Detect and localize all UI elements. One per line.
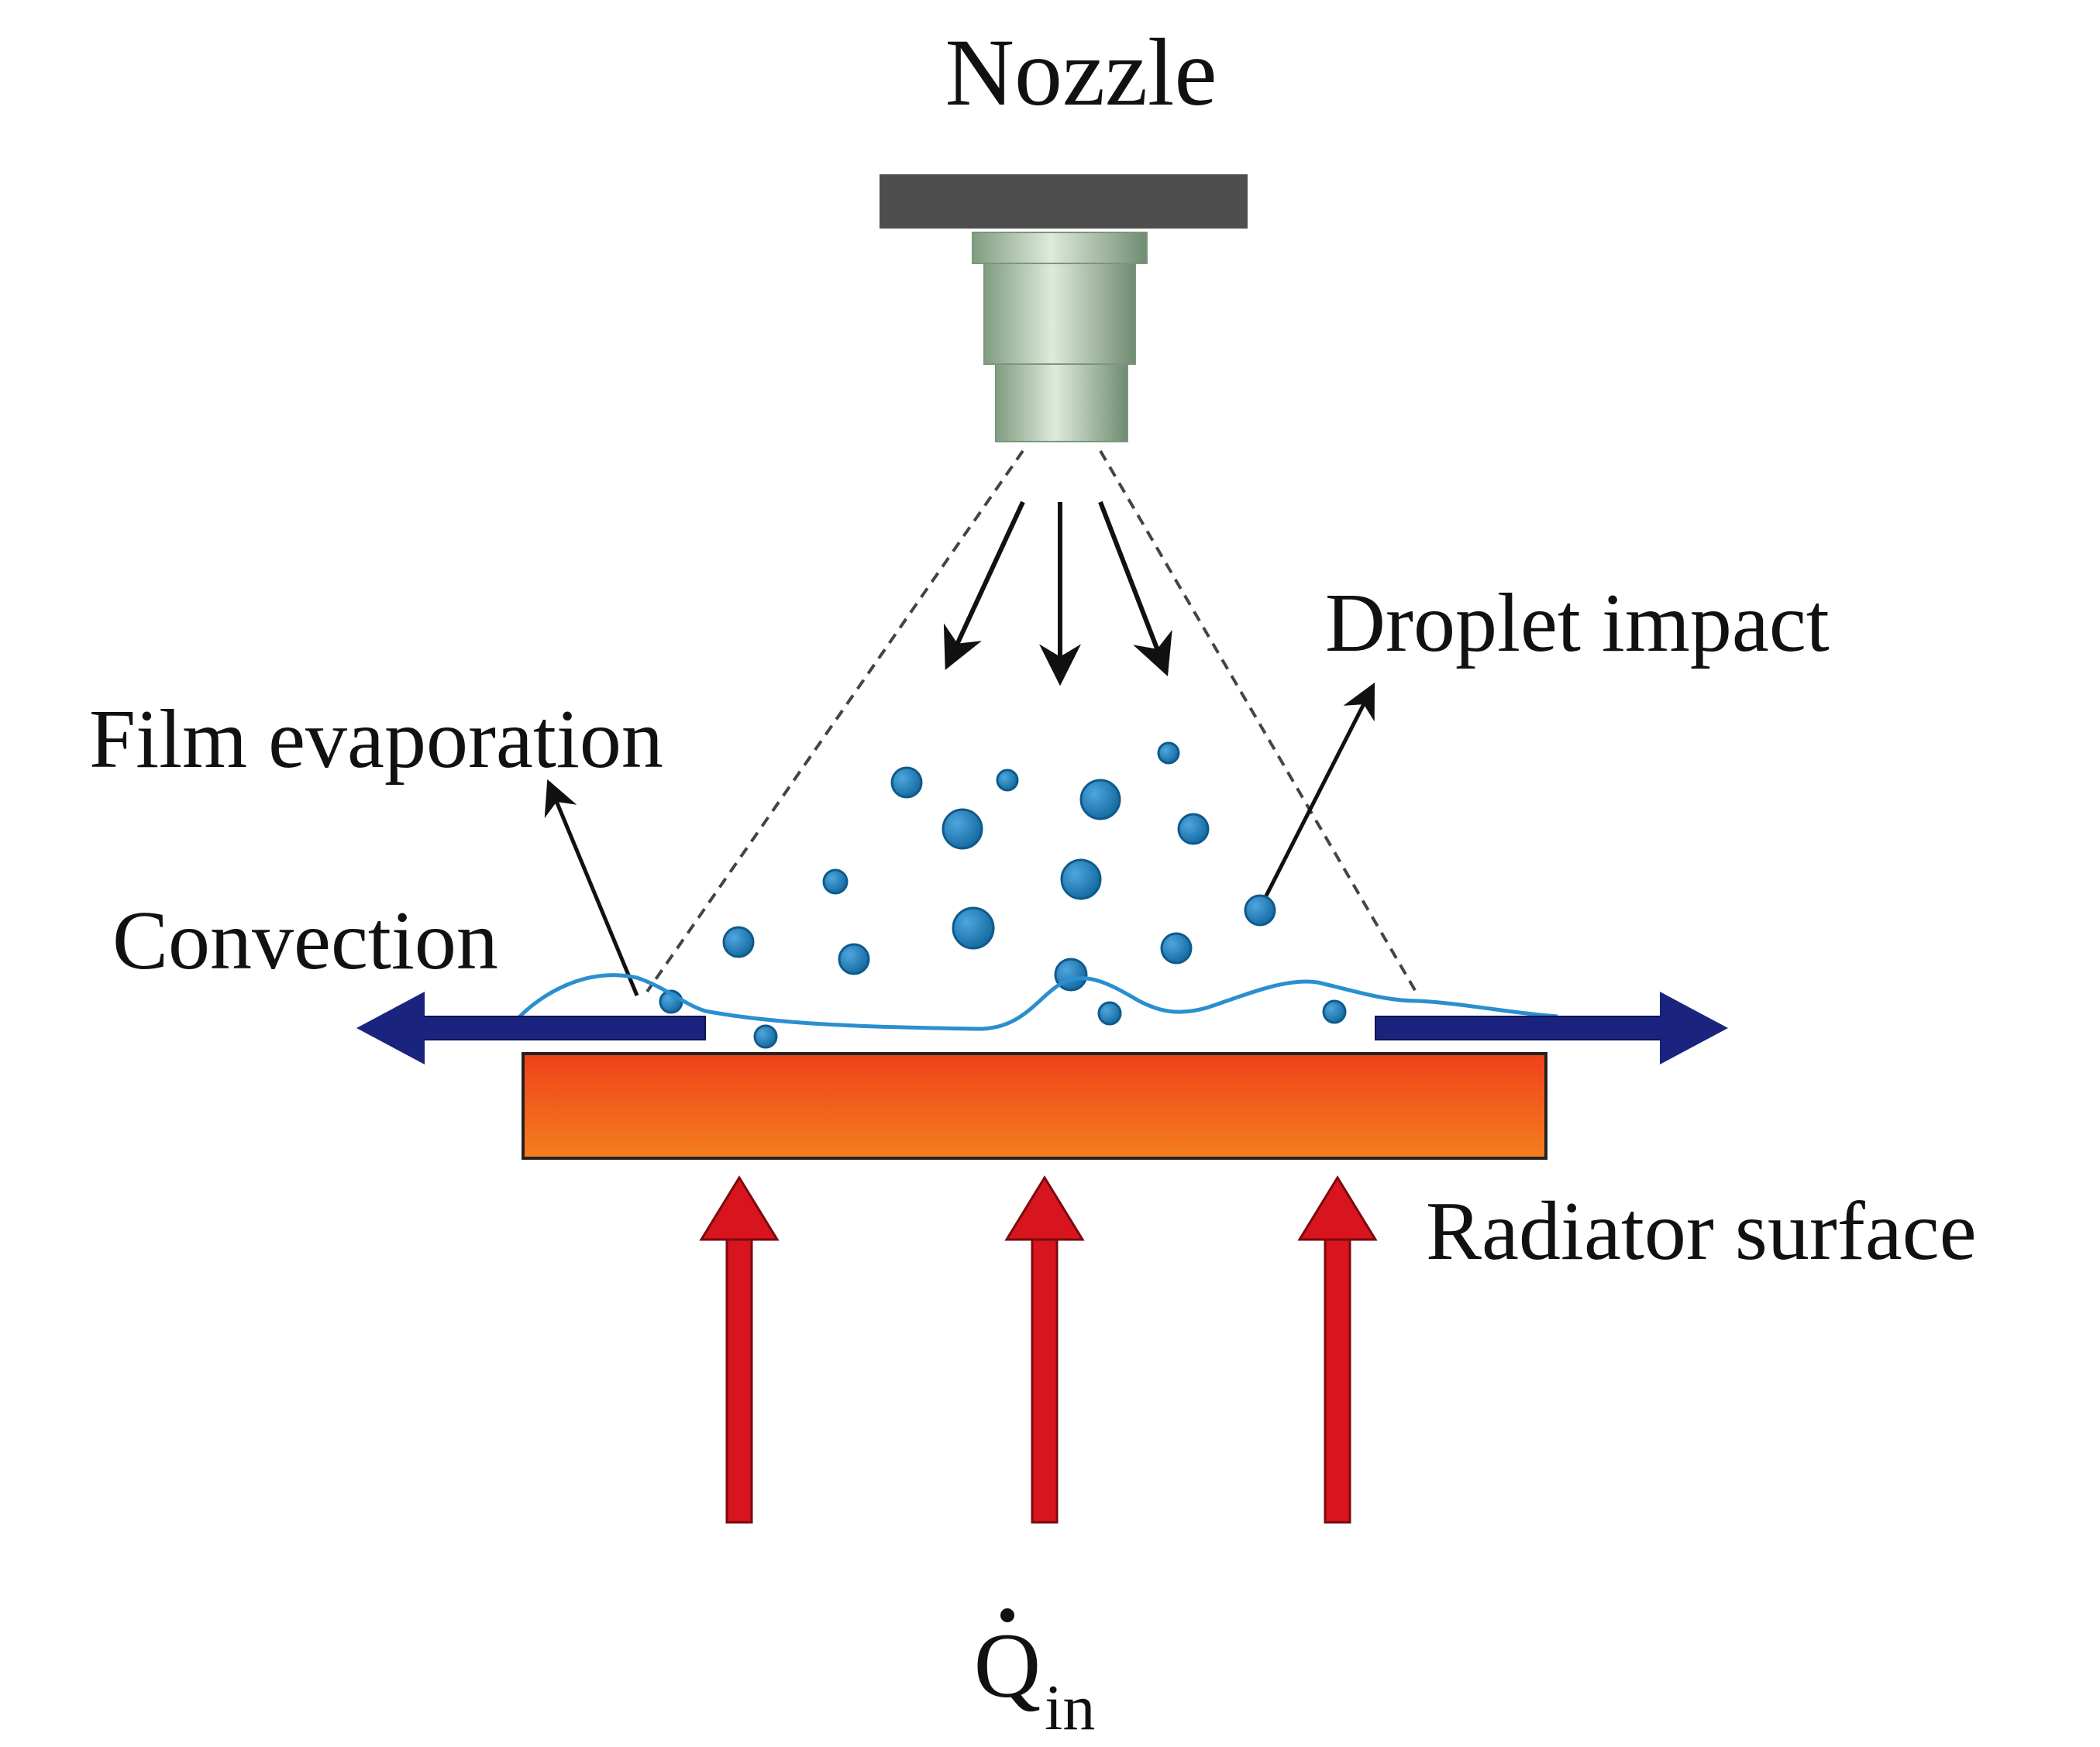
q-dot bbox=[1000, 1608, 1014, 1622]
droplet bbox=[722, 926, 755, 958]
droplet bbox=[952, 906, 995, 950]
droplets bbox=[659, 741, 1347, 1049]
heat-input-label: Q in bbox=[974, 1608, 1095, 1744]
convection-label: Convection bbox=[112, 895, 498, 987]
radiator-surface-label: Radiator surface bbox=[1426, 1185, 1977, 1278]
spray-cone-left-edge bbox=[645, 449, 1024, 993]
droplet bbox=[996, 769, 1019, 792]
nozzle-collar bbox=[972, 232, 1148, 264]
droplet bbox=[1060, 858, 1102, 900]
spray-arrow-left bbox=[943, 500, 1025, 670]
spray-cone-right-edge bbox=[1099, 449, 1420, 997]
up-arrow-icon bbox=[699, 1175, 780, 1524]
up-arrow-icon bbox=[1004, 1175, 1085, 1524]
droplet bbox=[1244, 894, 1276, 927]
heat-input-subscript: in bbox=[1045, 1672, 1095, 1744]
droplet bbox=[753, 1024, 778, 1049]
droplet bbox=[1322, 999, 1347, 1024]
droplet bbox=[1160, 932, 1193, 965]
droplet bbox=[838, 943, 870, 975]
droplet-impact-leader bbox=[1259, 682, 1375, 906]
liquid-film bbox=[514, 973, 1558, 1031]
nozzle-body-lower bbox=[995, 363, 1128, 442]
droplet bbox=[1097, 1001, 1122, 1026]
droplet bbox=[1079, 779, 1121, 820]
spray-arrow-right bbox=[1098, 500, 1172, 677]
heat-input-symbol: Q bbox=[974, 1614, 1041, 1717]
up-arrow-icon bbox=[1297, 1175, 1378, 1524]
droplet bbox=[822, 868, 849, 895]
spray-direction-arrows bbox=[943, 500, 1172, 686]
film-evaporation-label: Film evaporation bbox=[89, 693, 663, 786]
droplet bbox=[1177, 813, 1210, 845]
nozzle-body-upper bbox=[983, 263, 1136, 365]
spray-cone bbox=[645, 449, 1420, 997]
heat-input-arrows bbox=[699, 1175, 1378, 1524]
convection-arrow-right bbox=[1375, 992, 1728, 1064]
droplet-impact-label: Droplet impact bbox=[1325, 577, 1830, 669]
nozzle-label: Nozzle bbox=[945, 19, 1217, 126]
droplet bbox=[1157, 741, 1180, 765]
nozzle bbox=[880, 174, 1248, 442]
horizontal-arrow-icon bbox=[356, 992, 425, 1064]
horizontal-arrow-icon bbox=[1660, 992, 1728, 1064]
droplet bbox=[890, 766, 923, 799]
radiator-surface bbox=[522, 1052, 1547, 1160]
droplet bbox=[942, 808, 983, 850]
nozzle-mount bbox=[880, 174, 1248, 229]
film-evaporation-leader bbox=[544, 779, 639, 996]
convection-arrow-left bbox=[356, 992, 706, 1064]
